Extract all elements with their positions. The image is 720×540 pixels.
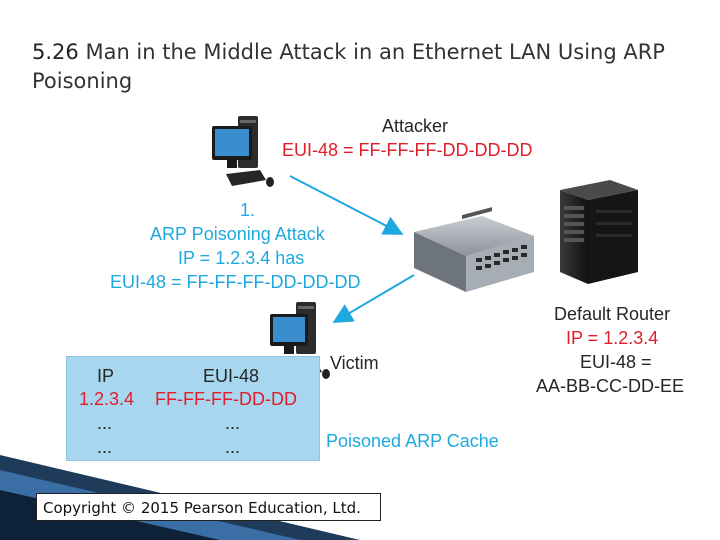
copyright-notice: Copyright © 2015 Pearson Education, Ltd. [36, 493, 381, 521]
table-header-ip: IP [97, 366, 115, 386]
attack-message-line2: IP = 1.2.3.4 has [178, 248, 305, 268]
victim-computer-icon [270, 302, 330, 380]
router-icon [560, 180, 638, 284]
router-eui-label: EUI-48 = [580, 352, 652, 372]
table-cell-ip-0: 1.2.3.4 [79, 389, 135, 409]
attacker-eui: EUI-48 = FF-FF-FF-DD-DD-DD [282, 140, 533, 160]
victim-label: Victim [330, 353, 379, 373]
attack-message-line3: EUI-48 = FF-FF-FF-DD-DD-DD [110, 272, 361, 292]
attack-message-line1: ARP Poisoning Attack [150, 224, 325, 244]
figure-title: Man in the Middle Attack in an Ethernet … [32, 40, 665, 93]
figure-number: 5.26 [32, 40, 79, 64]
attack-arrow-to-victim [332, 274, 415, 324]
attacker-label: Attacker [382, 116, 449, 136]
attack-arrow-to-switch [289, 175, 404, 235]
table-cell-ip-1: ... [97, 413, 113, 433]
table-cell-eui-0: FF-FF-FF-DD-DD [155, 389, 297, 409]
table-cell-eui-1: ... [225, 413, 241, 433]
attacker-computer-icon [212, 116, 274, 187]
page-title: 5.26 Man in the Middle Attack in an Ethe… [32, 38, 692, 96]
router-eui-value: AA-BB-CC-DD-EE [536, 376, 685, 396]
table-cell-eui-2: ... [225, 437, 241, 457]
arp-cache-table: IP EUI-48 1.2.3.4 FF-FF-FF-DD-DD ... ...… [66, 356, 320, 461]
attack-step-number: 1. [240, 200, 256, 220]
router-label: Default Router [554, 304, 671, 324]
arp-cache-caption: Poisoned ARP Cache [326, 431, 499, 451]
router-ip: IP = 1.2.3.4 [566, 328, 659, 348]
table-cell-ip-2: ... [97, 437, 113, 457]
switch-icon [414, 207, 534, 292]
table-header-eui: EUI-48 [203, 366, 260, 386]
